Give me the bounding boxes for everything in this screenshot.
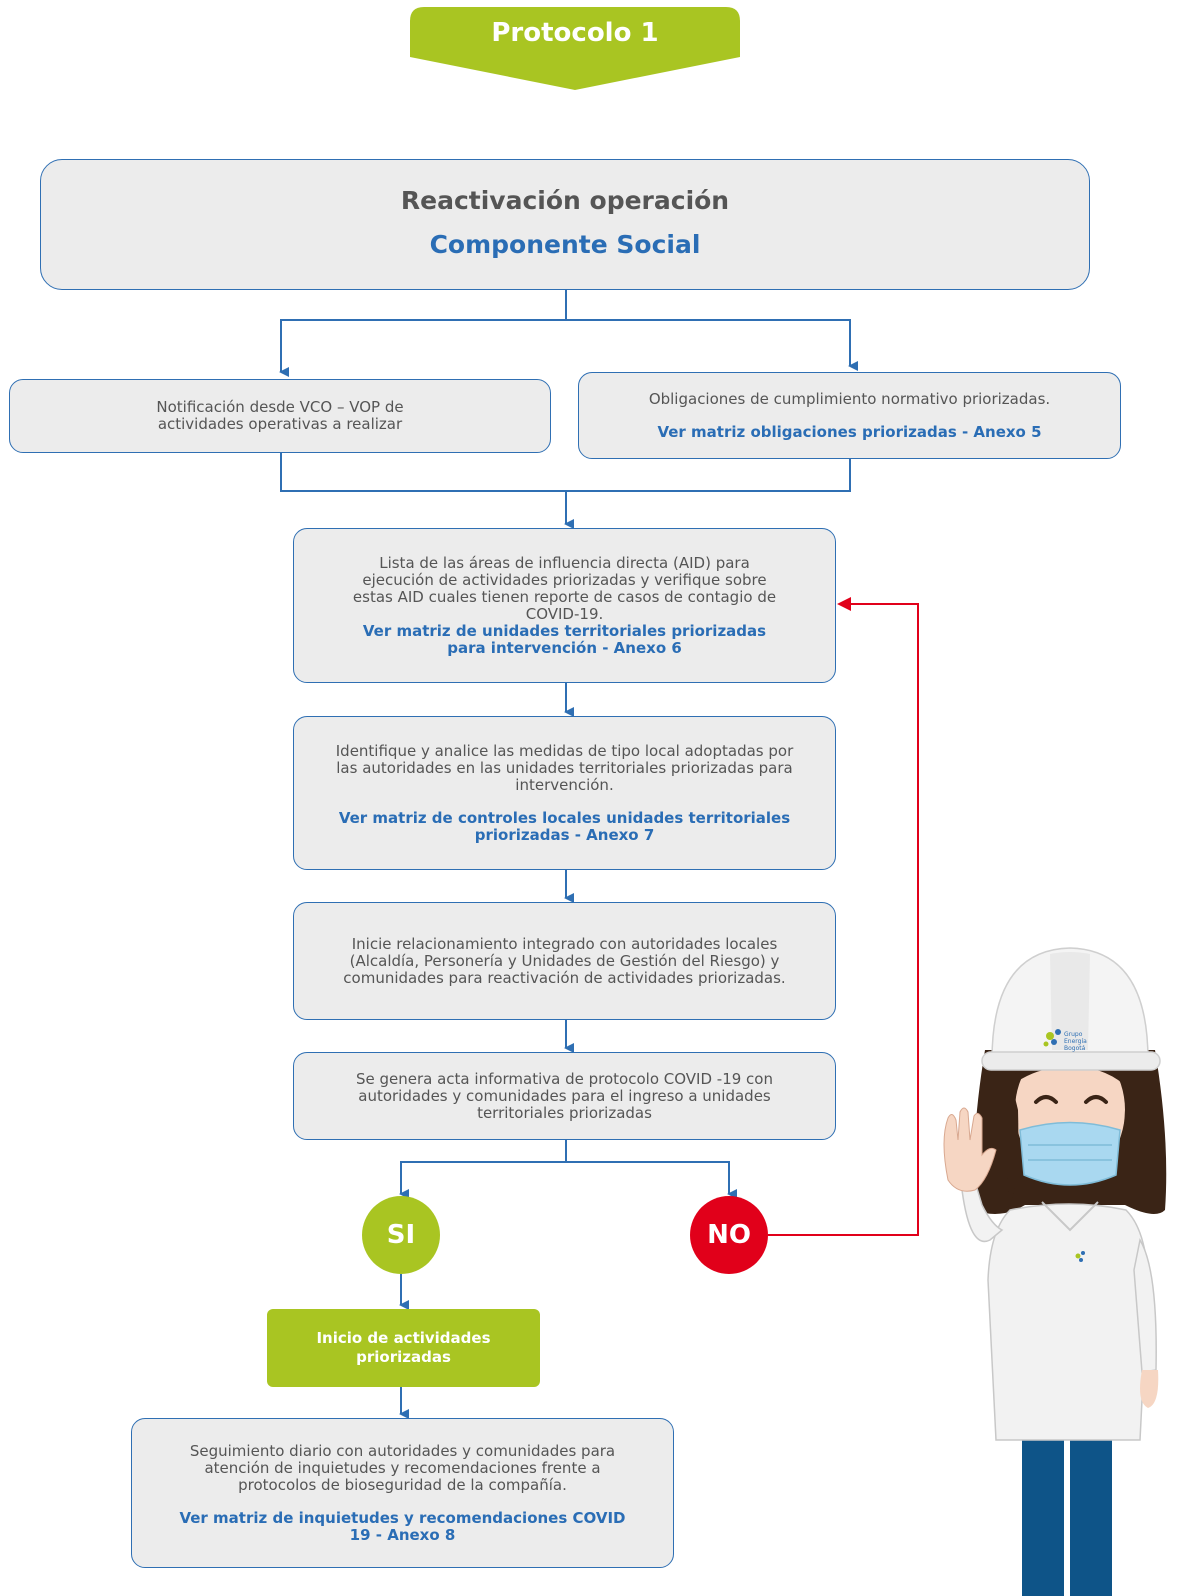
mascot-illustration: Grupo Energía Bogotá <box>943 947 1167 1596</box>
main-box <box>40 159 1090 290</box>
loop-back-arrowhead <box>837 597 851 611</box>
step3-text: Inicie relacionamiento integrado con aut… <box>343 934 786 987</box>
step2-text: Identifique y analice las medidas de tip… <box>335 741 794 794</box>
header-banner <box>410 7 740 90</box>
connector-main-right <box>566 319 858 371</box>
step1-link[interactable]: Ver matriz de unidades territoriales pri… <box>362 621 767 657</box>
branch-right-text: Obligaciones de cumplimiento normativo p… <box>648 389 1051 408</box>
start-activities-box: Inicio de actividades priorizadas <box>267 1309 540 1387</box>
step4-text: Se genera acta informativa de protocolo … <box>355 1069 773 1122</box>
step1-box: Lista de las áreas de influencia directa… <box>293 528 836 683</box>
svg-text:Bogotá: Bogotá <box>1064 1045 1086 1052</box>
followup-box: Seguimiento diario con autoridades y com… <box>131 1418 674 1568</box>
main-subtitle: Componente Social <box>429 230 701 259</box>
connector-main-left <box>279 290 567 377</box>
svg-text:Grupo: Grupo <box>1064 1031 1083 1038</box>
step4-box: Se genera acta informativa de protocolo … <box>293 1052 836 1140</box>
header-title: Protocolo 1 <box>491 18 659 48</box>
step3-box: Inicie relacionamiento integrado con aut… <box>293 902 836 1020</box>
connector-to-no <box>566 1161 737 1199</box>
connector-to-si <box>399 1140 567 1199</box>
decision-no: NO <box>690 1196 768 1274</box>
decision-yes: SI <box>362 1196 440 1274</box>
svg-text:Energía: Energía <box>1064 1038 1087 1045</box>
followup-text: Seguimiento diario con autoridades y com… <box>189 1441 616 1494</box>
branch-right-link[interactable]: Ver matriz obligaciones priorizadas - An… <box>657 422 1042 441</box>
step2-box: Identifique y analice las medidas de tip… <box>293 716 836 870</box>
branch-left-text: Notificación desde VCO – VOP de activida… <box>156 398 404 433</box>
step2-link[interactable]: Ver matriz de controles locales unidades… <box>338 808 791 844</box>
branch-left-box: Notificación desde VCO – VOP de activida… <box>9 379 551 453</box>
main-title: Reactivación operación <box>400 186 730 215</box>
loop-back-line <box>768 603 919 1236</box>
followup-link[interactable]: Ver matriz de inquietudes y recomendacio… <box>179 1508 626 1544</box>
step1-text: Lista de las áreas de influencia directa… <box>352 553 777 623</box>
branch-right-box: Obligaciones de cumplimiento normativo p… <box>578 372 1121 459</box>
